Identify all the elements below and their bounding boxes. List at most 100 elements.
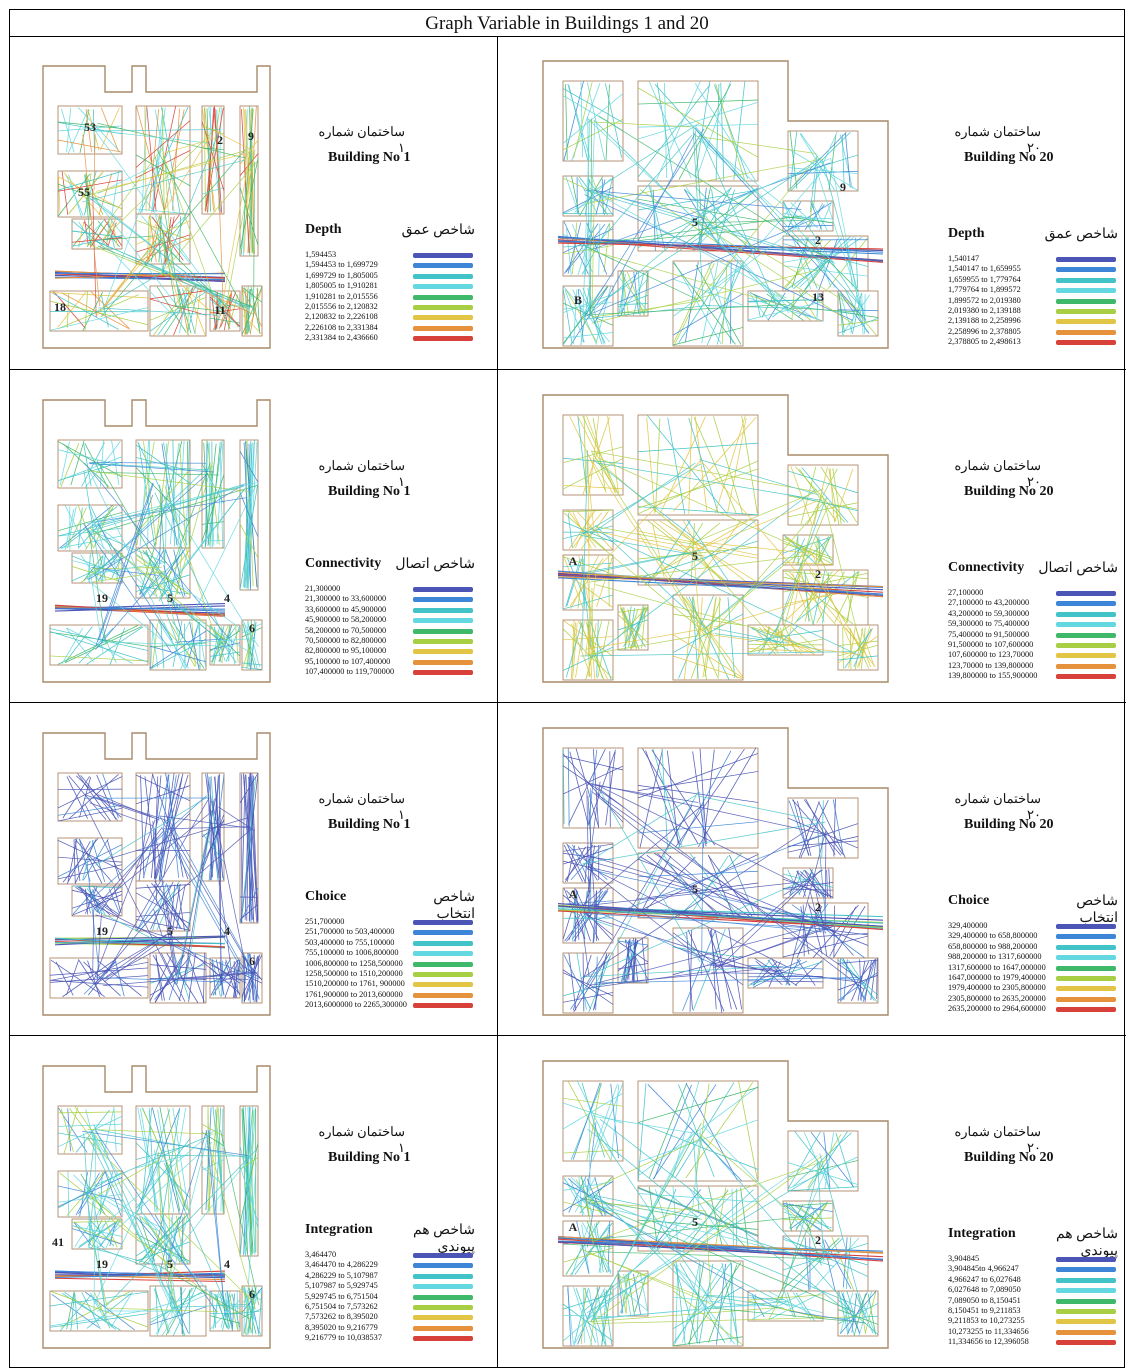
graph-edge [201,540,225,542]
graph-edge [209,308,241,314]
corridor-edge [54,1272,226,1279]
node-label: 6 [249,954,255,968]
graph-edge [94,468,207,576]
graph-edge [830,157,862,318]
graph-edge [575,621,585,678]
graph-edge [149,630,207,669]
legend-row: 95,100000 to 107,400000 [305,656,391,666]
graph-edge [655,418,661,513]
graph-edge [562,1181,614,1212]
graph-edge [49,1290,149,1328]
graph-edge [591,1124,716,1308]
legend-swatch [1056,340,1116,346]
legend-row: 9,211853 to 10,273255 [948,1316,1025,1326]
graph-edge [702,155,819,296]
graph-edge [753,961,778,986]
legend-swatch [413,1325,473,1331]
graph-edge [67,838,78,882]
graph-edge [840,1290,877,1334]
graph-edge [678,1084,715,1178]
graph-edge [160,815,252,829]
graph-edge [590,880,811,906]
graph-edge [149,1291,207,1310]
graph-edge [74,1221,105,1249]
graph-edge [833,798,836,857]
graph-edge [591,197,595,317]
graph-edge [702,598,716,678]
legend-row: 21,300000 to 33,600000 [305,594,387,604]
graph-edge [90,1128,217,1237]
graph-edge [171,108,181,211]
graph-edge [93,796,168,821]
graph-edge [837,971,879,1001]
legend-swatch [413,336,473,342]
graph-edge [709,929,723,1013]
graph-edge [576,1221,590,1274]
graph-edge [84,150,247,197]
graph-edge [787,1160,859,1178]
graph-edge [570,554,600,609]
graph-edge [162,154,221,316]
graph-edge [93,1135,96,1318]
room [637,747,759,849]
legend-row: 251,700000 to 503,400000 [305,927,395,937]
graph-edge [563,555,584,609]
graph-edge [201,1159,225,1171]
graph-edge [585,528,705,557]
graph-edge [587,782,825,835]
graph-edge [89,463,215,473]
graph-edge [89,795,207,901]
graph-edge [135,208,191,215]
graph-edge [57,449,123,467]
graph-edge [789,131,798,191]
graph-edge [144,776,157,880]
legend-row: 5,107987 to 5,929745 [305,1281,378,1291]
graph-edge [809,202,824,228]
graph-edge [788,202,832,231]
room [672,260,744,347]
graph-edge [98,173,113,216]
graph-edge [93,819,156,980]
node-label: 53 [84,120,96,134]
legend-row: 1,779764 to 1,899572 [948,285,1021,295]
graph-edge [804,1217,822,1266]
graph-edge [49,1309,149,1327]
building-name-en: Building No 1 [328,150,411,165]
legend-swatch [413,628,473,634]
graph-edge [225,149,256,306]
graph-edge [178,216,181,263]
graph-edge [845,571,859,625]
graph-edge [151,882,189,930]
graph-edge [572,1082,601,1160]
graph-edge [49,631,149,663]
legend-swatch [1056,288,1116,294]
graph-edge [853,1293,866,1337]
graph-edge [84,803,176,985]
node-label: 2 [815,233,821,247]
graph-edge [805,798,836,855]
graph-edge [161,827,245,975]
graph-edge [210,627,236,663]
graph-edge [567,748,570,827]
graph-edge [157,234,164,274]
graph-edge [179,443,187,545]
graph-edge [86,817,248,866]
graph-edge [99,219,116,248]
graph-edge [714,883,807,972]
legend-swatch [413,1273,473,1279]
legend-swatch [413,315,473,321]
graph-edge [617,945,649,972]
graph-edge [83,443,92,487]
room [637,1080,759,1182]
graph-edge [600,458,805,552]
graph-edge [637,506,759,516]
graph-edge [861,292,864,335]
graph-edge [100,827,163,912]
legend-swatch [1056,653,1116,659]
legend-row: 21,300000 [305,584,341,593]
graph-edge [637,753,759,799]
graph-edge [706,264,743,346]
graph-edge [152,135,211,230]
graph-edge [83,523,172,653]
room [149,619,207,671]
